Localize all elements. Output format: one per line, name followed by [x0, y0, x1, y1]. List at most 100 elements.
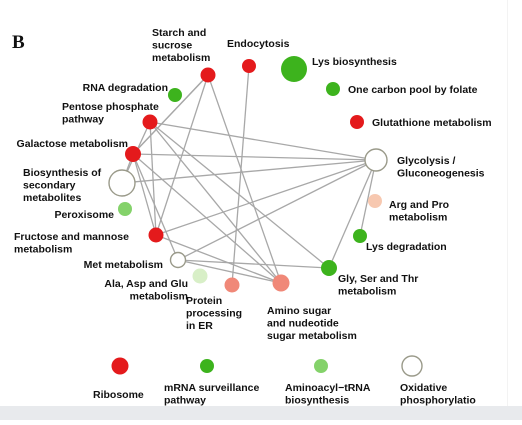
- legend-item-1-node[interactable]: [200, 359, 214, 373]
- pathway-lys-deg-label-line: Lys degradation: [366, 241, 447, 253]
- pathway-endo-label-line: Endocytosis: [227, 38, 290, 50]
- pathway-one-carbon-label-line: One carbon pool by folate: [348, 84, 478, 96]
- pathway-perox-node[interactable]: [118, 202, 132, 216]
- edge-galact-fructose: [132, 153, 157, 236]
- pathway-galact-node[interactable]: [125, 146, 141, 162]
- edge-pentose-glyser: [149, 121, 330, 269]
- edge-galact-starch: [132, 74, 209, 155]
- pathway-lys-bio-label-line: Lys biosynthesis: [312, 56, 397, 68]
- pathway-amino-label-line: and nudeotide: [267, 318, 339, 330]
- pathway-perox-label: Peroxisome: [54, 209, 114, 221]
- pathway-glyco-node[interactable]: [364, 148, 388, 172]
- pathway-galact-label: Galactose metabolism: [17, 138, 128, 150]
- pathway-biosyn-node[interactable]: [108, 169, 136, 197]
- legend-item-2-label-line: Aminoacyl−tRNA: [285, 382, 371, 394]
- legend-item-2-label-line: biosynthesis: [285, 395, 349, 407]
- edge-galact-glyco: [132, 153, 377, 161]
- horizontal-scrollbar[interactable]: [0, 406, 522, 420]
- pathway-glutath-label-line: Glutathione metabolism: [372, 117, 492, 129]
- pathway-amino-label-line: Amino sugar: [267, 305, 331, 317]
- edge-pentose-fructose: [149, 121, 157, 236]
- pathway-argpro-label-line: metabolism: [389, 212, 447, 224]
- pathway-amino-label-line: sugar metabolism: [267, 330, 357, 342]
- pathway-lys-deg-node[interactable]: [353, 229, 367, 243]
- legend-item-3-node[interactable]: [401, 355, 423, 377]
- legend-item-3-label-line: phosphorylatio: [400, 395, 476, 407]
- pathway-glyco-label-line: Glycolysis /: [397, 155, 455, 167]
- edge-starch-amino: [207, 74, 282, 284]
- pathway-ala-node[interactable]: [192, 268, 208, 284]
- pathway-glyco-label-line: Gluconeogenesis: [397, 168, 485, 180]
- scrollbar-track[interactable]: [507, 0, 522, 406]
- pathway-starch-label-line: metabolism: [152, 52, 210, 64]
- edge-glyco-fructose: [155, 159, 377, 236]
- pathway-protein-node[interactable]: [224, 277, 240, 293]
- pathway-lys-bio-node[interactable]: [281, 56, 307, 82]
- pathway-argpro-node[interactable]: [368, 194, 382, 208]
- pathway-rna-deg-label: RNA degradation: [83, 82, 168, 94]
- legend-item-2-node[interactable]: [314, 359, 328, 373]
- pathway-starch-node[interactable]: [200, 67, 216, 83]
- pathway-starch-label-line: sucrose: [152, 40, 192, 52]
- pathway-biosyn-label-line: Biosynthesis of: [23, 167, 102, 179]
- pathway-glutath-label: Glutathione metabolism: [372, 117, 492, 129]
- pathway-pentose-label-line: Pentose phosphate: [62, 101, 159, 113]
- pathway-rna-deg-label-line: RNA degradation: [83, 82, 168, 94]
- pathway-rna-deg-node[interactable]: [168, 88, 182, 102]
- pathway-glyco-label: Glycolysis /Gluconeogenesis: [397, 155, 485, 180]
- pathway-fructose-label-line: metabolism: [14, 244, 72, 256]
- edge-endo-protein: [231, 65, 250, 286]
- edge-glyco-glyser: [328, 159, 377, 269]
- pathway-one-carbon-label: One carbon pool by folate: [348, 84, 478, 96]
- edge-galact-amino: [132, 153, 282, 284]
- pathway-protein-label-line: Protein: [186, 295, 222, 307]
- pathway-glyser-node[interactable]: [321, 260, 337, 276]
- pathway-endo-node[interactable]: [242, 59, 256, 73]
- pathway-fructose-label-line: Fructose and mannose: [14, 231, 129, 243]
- legend-item-1-label-line: mRNA surveillance: [164, 382, 259, 394]
- pathway-pentose-node[interactable]: [142, 114, 158, 130]
- legend-item-0-label: Ribosome: [93, 389, 144, 401]
- pathway-starch-label-line: Starch and: [152, 27, 206, 39]
- edge-layer: [121, 65, 377, 286]
- edge-glyco-met: [177, 159, 377, 261]
- panel-label: B: [12, 32, 25, 53]
- pathway-fructose-node[interactable]: [148, 227, 164, 243]
- pathway-met-label: Met metabolism: [84, 259, 163, 271]
- edge-pentose-glyco: [149, 121, 377, 161]
- pathway-biosyn-label-line: metabolites: [23, 192, 82, 204]
- pathway-amino-node[interactable]: [272, 274, 290, 292]
- pathway-lys-bio-label: Lys biosynthesis: [312, 56, 397, 68]
- pathway-lys-deg-label: Lys degradation: [366, 241, 447, 253]
- pathway-one-carbon-node[interactable]: [326, 82, 340, 96]
- edge-met-amino: [177, 259, 282, 284]
- pathway-glyser-label-line: metabolism: [338, 286, 396, 298]
- pathway-protein-label-line: in ER: [186, 320, 213, 332]
- edge-biosyn-glyco: [121, 159, 377, 184]
- legend-item-0-node[interactable]: [111, 357, 129, 375]
- pathway-pentose-label-line: pathway: [62, 114, 104, 126]
- pathway-met-node[interactable]: [169, 251, 187, 269]
- pathway-met-label-line: Met metabolism: [84, 259, 163, 271]
- edge-galact-met: [132, 153, 179, 261]
- pathway-biosyn-label-line: secondary: [23, 180, 76, 192]
- pathway-endo-label: Endocytosis: [227, 38, 290, 50]
- legend-item-0-label-line: Ribosome: [93, 389, 144, 401]
- pathway-glutath-node[interactable]: [350, 115, 364, 129]
- pathway-ala-label-line: metabolism: [130, 291, 188, 303]
- pathway-ala-label-line: Ala, Asp and Glu: [104, 278, 188, 290]
- pathway-protein-label-line: processing: [186, 308, 242, 320]
